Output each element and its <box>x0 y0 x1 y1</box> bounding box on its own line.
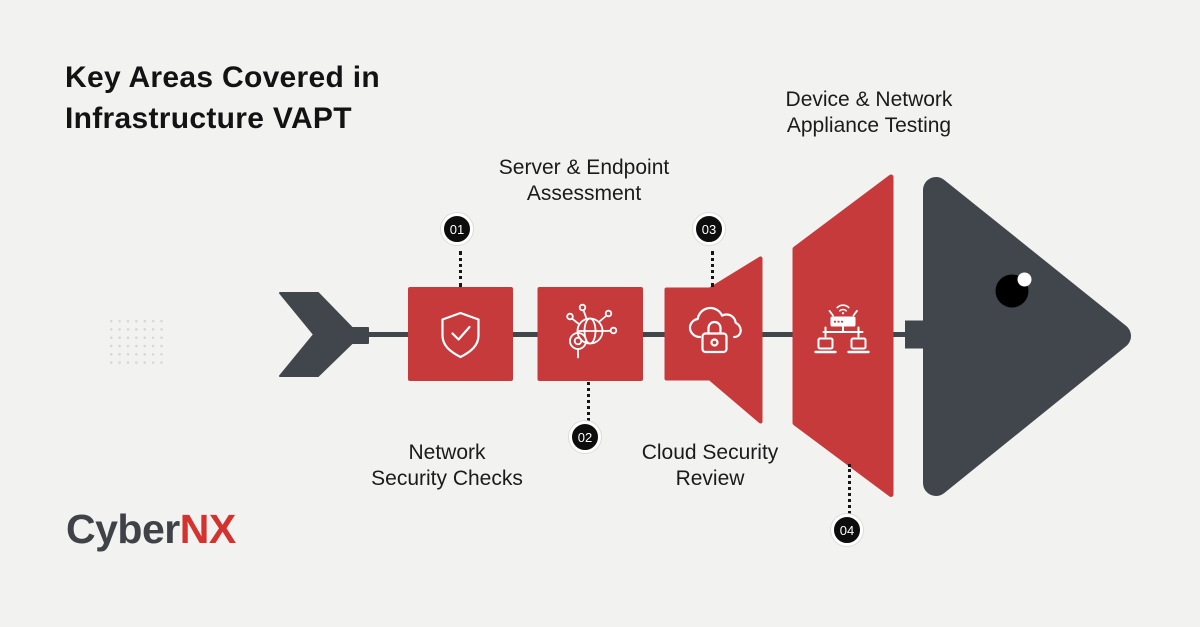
shield-check-icon <box>441 311 480 359</box>
logo-text-dark: Cyber <box>66 506 180 552</box>
step-3-badge: 03 <box>693 213 725 245</box>
step-2-badge: 02 <box>569 421 601 453</box>
step-4-label: Device & Network Appliance Testing <box>785 88 953 137</box>
router-laptops-icon <box>814 304 870 354</box>
fish-tail-icon <box>279 292 369 377</box>
step-1-panel <box>408 287 513 381</box>
step-3-connector <box>710 251 714 287</box>
step-4-connector <box>848 464 851 514</box>
step-2-connector <box>586 382 590 421</box>
dot-grid-decoration <box>107 317 166 367</box>
step-2-panel <box>537 287 643 381</box>
fish-spine <box>360 332 929 337</box>
fish-head-icon <box>923 177 1131 496</box>
cloud-lock-icon <box>688 306 742 354</box>
network-scan-icon <box>566 303 618 359</box>
page-title: Key Areas Covered in Infrastructure VAPT <box>65 61 381 135</box>
logo-text-red: NX <box>179 506 236 552</box>
fish-eye-highlight <box>1017 272 1032 287</box>
step-1-label: Network Security Checks <box>371 441 523 490</box>
step-4-badge: 04 <box>831 514 863 546</box>
step-1-badge: 01 <box>441 213 473 245</box>
step-3-label: Cloud Security Review <box>641 441 779 490</box>
step-4-panel <box>792 174 894 497</box>
step-1-connector <box>458 251 462 287</box>
cybernx-logo: CyberNX <box>66 506 236 553</box>
step-2-label: Server & Endpoint Assessment <box>498 156 670 205</box>
